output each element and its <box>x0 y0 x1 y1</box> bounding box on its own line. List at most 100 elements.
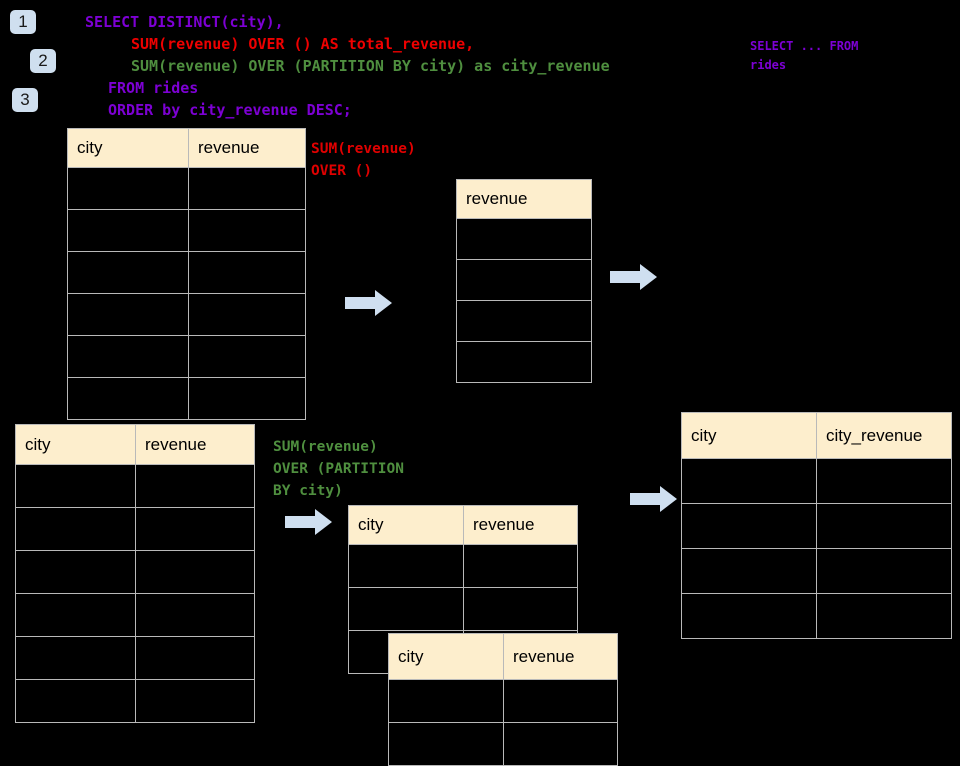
table-row <box>15 679 255 723</box>
sql-line-select-distinct: SELECT DISTINCT(city), <box>85 13 284 31</box>
sql-line-city-revenue: SUM(revenue) OVER (PARTITION BY city) as… <box>131 57 610 75</box>
table-row <box>681 593 952 639</box>
column-header-revenue: revenue <box>503 633 618 680</box>
cell-revenue <box>463 544 578 588</box>
annotation-city-revenue-line1: SUM(revenue) <box>273 439 378 455</box>
cell-revenue <box>456 341 592 383</box>
cell-city <box>67 377 189 420</box>
arrow-source-to-partition-icon <box>285 509 332 535</box>
cell-city <box>15 550 136 594</box>
arrow-total-to-result-icon <box>610 264 657 290</box>
table-total-revenue-window: revenue <box>456 179 592 383</box>
cell-revenue <box>135 636 255 680</box>
column-header-revenue: revenue <box>135 424 255 465</box>
cell-city <box>348 544 464 588</box>
cell-revenue <box>188 293 306 336</box>
cell-city <box>15 593 136 637</box>
column-header-city: city <box>67 128 189 168</box>
cell-revenue <box>188 251 306 294</box>
step-badge-3: 3 <box>12 88 38 112</box>
table-row <box>681 503 952 549</box>
column-header-revenue: revenue <box>456 179 592 219</box>
table-row <box>681 548 952 594</box>
cell-city <box>67 335 189 378</box>
annotation-total-revenue-line1: SUM(revenue) <box>311 141 416 157</box>
cell-city <box>15 679 136 723</box>
cell-revenue <box>135 679 255 723</box>
step-badge-1: 1 <box>10 10 36 34</box>
cell-revenue <box>456 259 592 301</box>
cell-revenue <box>135 464 255 508</box>
table-row <box>456 218 592 260</box>
table-source-rides-top: city revenue <box>67 128 306 420</box>
cell-revenue <box>188 167 306 210</box>
table-row <box>15 636 255 680</box>
sql-line-order-by: ORDER by city_revenue DESC; <box>108 101 352 119</box>
table-row <box>67 293 306 336</box>
table-header-row: city city_revenue <box>681 412 952 459</box>
column-header-city: city <box>681 412 817 459</box>
sql-line-total-revenue: SUM(revenue) OVER () AS total_revenue, <box>131 35 475 53</box>
cell-city <box>15 507 136 551</box>
annotation-total-revenue-line2: OVER () <box>311 163 373 179</box>
annotation-city-revenue-line3: BY city) <box>273 483 343 499</box>
table-row <box>15 593 255 637</box>
table-row <box>388 722 618 766</box>
diagram-canvas: 1 2 3 SELECT DISTINCT(city), SUM(revenue… <box>10 10 952 766</box>
cell-city <box>67 251 189 294</box>
table-source-rides-bottom: city revenue <box>15 424 255 723</box>
cell-city <box>681 503 817 549</box>
step-badge-2: 2 <box>30 49 56 73</box>
cell-city <box>15 636 136 680</box>
cell-revenue <box>188 335 306 378</box>
cell-city-revenue <box>816 503 952 549</box>
table-partition-group-b: city revenue <box>388 633 618 766</box>
cell-city <box>388 722 504 766</box>
annotation-city-revenue-line2: OVER (PARTITION <box>273 461 404 477</box>
cell-city-revenue <box>816 458 952 504</box>
cell-city <box>681 548 817 594</box>
column-header-city: city <box>348 505 464 545</box>
table-header-row: city revenue <box>67 128 306 168</box>
table-row <box>67 377 306 420</box>
sql-line-from-rides: FROM rides <box>108 79 199 97</box>
cell-revenue <box>463 587 578 631</box>
table-header-row: city revenue <box>388 633 618 680</box>
table-row <box>348 587 578 631</box>
column-header-city: city <box>388 633 504 680</box>
cell-city <box>15 464 136 508</box>
cell-revenue <box>188 377 306 420</box>
table-row <box>456 259 592 301</box>
cell-city <box>67 209 189 252</box>
cell-city <box>681 593 817 639</box>
arrow-partition-to-result-icon <box>630 486 677 512</box>
table-result-city-revenue: city city_revenue <box>681 412 952 639</box>
column-header-revenue: revenue <box>463 505 578 545</box>
cell-revenue <box>503 679 618 723</box>
column-header-city-revenue: city_revenue <box>816 412 952 459</box>
cell-city-revenue <box>816 593 952 639</box>
table-row <box>456 341 592 383</box>
cell-city <box>67 293 189 336</box>
table-header-row: city revenue <box>348 505 578 545</box>
cell-revenue <box>188 209 306 252</box>
cell-revenue <box>456 218 592 260</box>
sidenote-select-from: SELECT ... FROM <box>750 39 859 53</box>
cell-revenue <box>135 550 255 594</box>
cell-city <box>348 587 464 631</box>
table-row <box>67 251 306 294</box>
cell-revenue <box>135 507 255 551</box>
column-header-city: city <box>15 424 136 465</box>
table-row <box>681 458 952 504</box>
table-header-row: revenue <box>456 179 592 219</box>
table-row <box>348 544 578 588</box>
table-row <box>67 209 306 252</box>
sidenote-rides: rides <box>750 58 787 72</box>
table-row <box>388 679 618 723</box>
table-header-row: city revenue <box>15 424 255 465</box>
arrow-source-to-total-icon <box>345 290 392 316</box>
table-row <box>67 335 306 378</box>
cell-revenue <box>135 593 255 637</box>
table-row <box>67 167 306 210</box>
cell-revenue <box>503 722 618 766</box>
